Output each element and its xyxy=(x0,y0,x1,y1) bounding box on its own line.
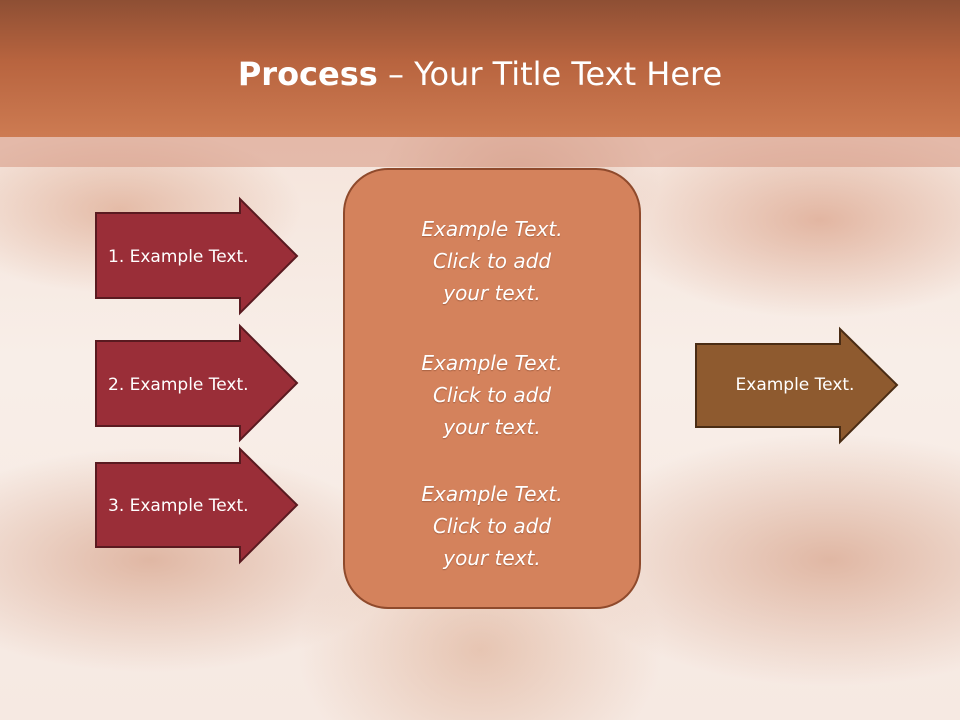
title-bar xyxy=(0,0,960,137)
title-bold: Process xyxy=(237,55,378,93)
left-arrow-2[interactable]: 2. Example Text. xyxy=(95,323,299,443)
title-rest: Your Title Text Here xyxy=(414,55,723,93)
left-arrow-1-label: 1. Example Text. xyxy=(108,247,249,267)
right-arrow[interactable]: Example Text. xyxy=(695,326,899,445)
slide-title[interactable]: Process – Your Title Text Here xyxy=(0,52,960,96)
left-arrow-3-shape xyxy=(95,446,299,565)
left-arrow-1[interactable]: 1. Example Text. xyxy=(95,196,299,316)
right-arrow-label: Example Text. xyxy=(736,375,855,395)
left-arrow-3-label: 3. Example Text. xyxy=(108,496,249,516)
center-box-text-1[interactable]: Example Text. Click to add your text. xyxy=(421,217,563,305)
left-arrow-2-shape xyxy=(95,323,299,443)
left-arrow-2-label: 2. Example Text. xyxy=(108,375,249,395)
center-box-text-3[interactable]: Example Text. Click to add your text. xyxy=(421,482,563,570)
left-arrow-3[interactable]: 3. Example Text. xyxy=(95,446,299,565)
title-bar-strip xyxy=(0,137,960,167)
right-arrow-shape xyxy=(695,326,899,445)
left-arrow-1-shape xyxy=(95,196,299,316)
center-box-text-2[interactable]: Example Text. Click to add your text. xyxy=(421,351,563,439)
center-box[interactable] xyxy=(343,168,641,609)
title-separator: – xyxy=(377,55,415,93)
